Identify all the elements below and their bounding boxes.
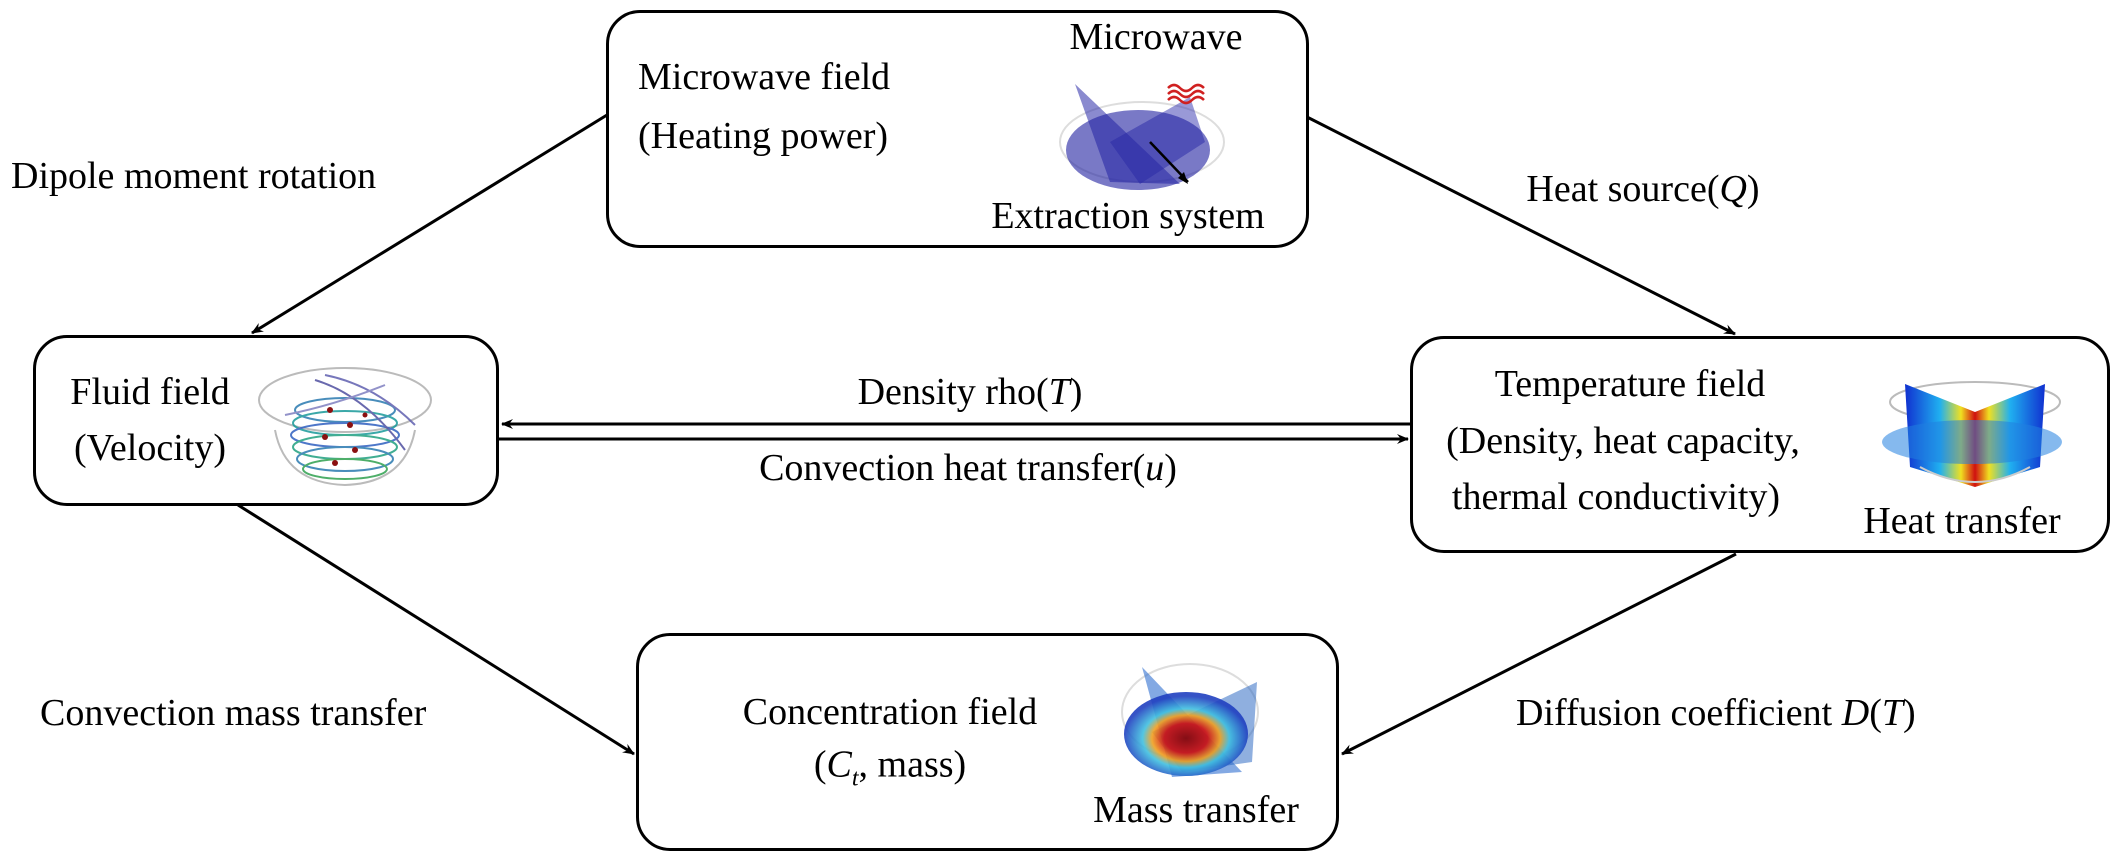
fluid-field-title: Fluid field	[70, 371, 230, 413]
temperature-distribution-icon	[1882, 381, 2062, 487]
dipole-moment-label: Dipole moment rotation	[11, 155, 377, 197]
velocity-streamlines-icon	[258, 367, 432, 487]
convection-heat-label: Convection heat transfer(u)	[759, 447, 1177, 489]
concentration-field-title: Concentration field	[742, 691, 1038, 733]
fluid-field-subtitle: (Velocity)	[74, 427, 226, 469]
convection-mass-label: Convection mass transfer	[40, 692, 427, 734]
microwave-field-subtitle: (Heating power)	[638, 115, 889, 157]
microwave-image-label: Microwave	[1069, 16, 1243, 58]
arrow-convection-mass	[237, 503, 635, 756]
concentration-field-subtitle: (Ct, mass)	[813, 743, 967, 792]
temperature-field-line3: thermal conductivity)	[1451, 476, 1781, 518]
temperature-field-line2: (Density, heat capacity,	[1446, 420, 1800, 462]
mass-transfer-label: Mass transfer	[1093, 789, 1299, 831]
arrow-heat-source	[1306, 115, 1736, 336]
extraction-system-label: Extraction system	[991, 195, 1265, 237]
heat-transfer-label: Heat transfer	[1863, 500, 2061, 542]
heat-source-label: Heat source(Q)	[1526, 168, 1760, 210]
microwave-field-title: Microwave field	[638, 56, 891, 98]
fluid-field-node	[33, 335, 499, 506]
diffusion-coefficient-label: Diffusion coefficient D(T)	[1516, 692, 1916, 734]
density-label: Density rho(T)	[857, 371, 1083, 413]
temperature-field-title: Temperature field	[1494, 363, 1766, 405]
concentration-distribution-icon	[1121, 663, 1259, 777]
arrow-dipole	[251, 113, 608, 335]
arrow-diffusion	[1341, 552, 1737, 756]
microwave-extraction-system-icon	[1059, 83, 1225, 190]
